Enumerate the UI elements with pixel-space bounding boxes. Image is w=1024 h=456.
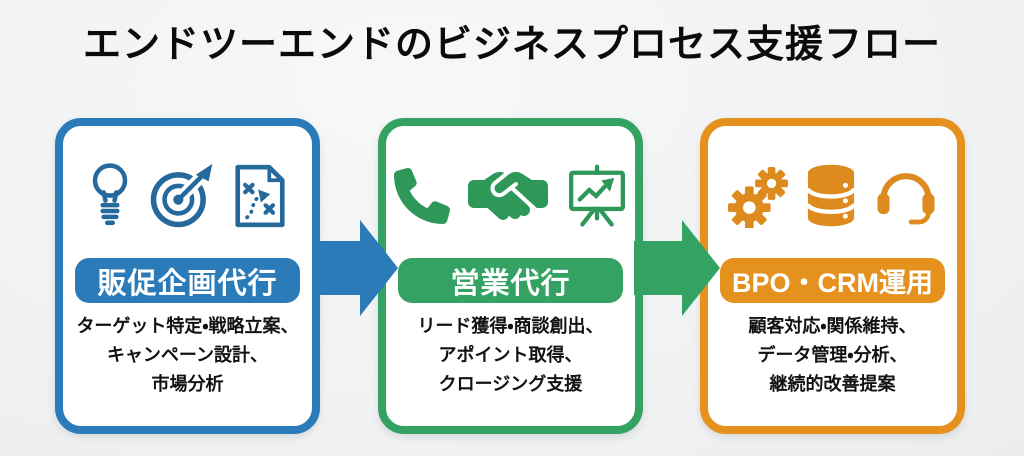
target-dart-icon: [148, 162, 216, 230]
step-card-sales-agency: 営業代行 リード獲得・商談創出、 アポイント取得、 クロージング支援: [378, 118, 643, 434]
presentation-chart-icon: [566, 162, 628, 230]
step-description-line: アポイント取得、: [438, 345, 583, 365]
page-title: エンドツーエンドのビジネスプロセス支援フロー: [82, 24, 941, 66]
step1-icon-row: [90, 156, 286, 236]
gears-icon: [727, 164, 788, 228]
flow-arrow-1: [312, 218, 398, 318]
step-description-line: 市場分析: [151, 374, 224, 394]
step-description-line: データ管理・分析、: [757, 345, 908, 365]
step-description-line: ターゲット特定・戦略立案、: [76, 316, 299, 336]
step-description: リード獲得・商談創出、 アポイント取得、 クロージング支援: [417, 312, 603, 399]
step3-icon-row: [727, 156, 938, 236]
step-description-line: 顧客対応・関係維持、: [748, 316, 917, 336]
lightbulb-icon: [90, 159, 130, 233]
database-icon: [805, 163, 856, 229]
step-description: 顧客対応・関係維持、 データ管理・分析、 継続的改善提案: [748, 312, 916, 399]
step-label-badge: 営業代行: [398, 258, 623, 303]
step-description-line: 継続的改善提案: [769, 374, 896, 394]
step-description-line: キャンペーン設計、: [106, 345, 269, 365]
step-label-badge: BPO・CRM運用: [720, 258, 945, 303]
step-description-line: リード獲得・商談創出、: [417, 316, 604, 336]
handshake-icon: [467, 164, 548, 228]
step-card-bpo-crm: BPO・CRM運用 顧客対応・関係維持、 データ管理・分析、 継続的改善提案: [700, 118, 965, 434]
step-label-badge: 販促企画代行: [75, 258, 300, 303]
step2-icon-row: [393, 156, 628, 236]
flow-arrow-2: [634, 218, 720, 318]
headset-icon: [874, 163, 938, 229]
phone-icon: [393, 168, 450, 224]
step-description-line: クロージング支援: [438, 374, 583, 394]
step-description: ターゲット特定・戦略立案、 キャンペーン設計、 市場分析: [76, 312, 298, 399]
strategy-document-icon: [234, 162, 286, 230]
step-card-promotion-planning: 販促企画代行 ターゲット特定・戦略立案、 キャンペーン設計、 市場分析: [55, 118, 320, 434]
